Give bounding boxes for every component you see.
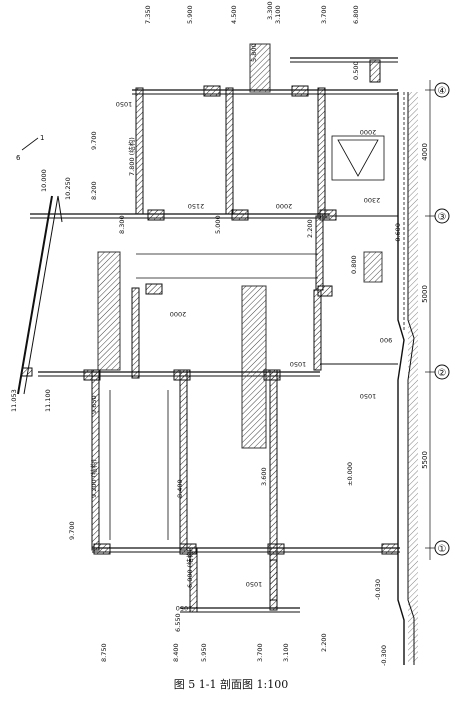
elev-top-7: 6.800	[352, 5, 360, 24]
room-dim-2: 2150	[188, 202, 205, 210]
room-dim-5: 2000	[360, 128, 377, 136]
ground-line	[397, 92, 418, 665]
elev-mid-19: ±0.000	[346, 462, 354, 486]
elev-mid-7: 8.300	[118, 215, 126, 234]
axis-bubble-1: ①	[434, 540, 450, 556]
room-dim-11: 2000	[170, 310, 187, 318]
elev-mid-1: 5.800	[250, 43, 258, 62]
elev-top-6: 3.700	[320, 5, 328, 24]
elev-mid-10: -0.600	[394, 223, 402, 244]
room-dim-3: 2000	[276, 202, 293, 210]
figure-caption: 图 5 1-1 剖面图 1:100	[173, 678, 289, 691]
beams	[83, 59, 399, 555]
elev-bot-5: 3.100	[282, 643, 290, 662]
bay-dimensions: 4000 5000 5500	[421, 143, 429, 469]
slope-label: 1	[40, 134, 44, 142]
room-dim-10: 1050	[176, 604, 193, 612]
elev-top-4: 3.300	[266, 1, 274, 20]
elev-top-1: 7.350	[144, 5, 152, 24]
axis-label-1: ①	[438, 544, 447, 555]
room-dim-9: 1050	[246, 580, 263, 588]
elev-top-5: 3.100	[274, 5, 282, 24]
elev-mid-12: 11.100	[44, 389, 52, 412]
structural-note: 7.800 (结构)	[127, 137, 136, 176]
stairs	[97, 43, 383, 449]
bay-dim-4-3: 4000	[421, 143, 429, 161]
axis-label-4: ④	[438, 86, 447, 97]
elev-mid-6: 8.200	[90, 181, 98, 200]
elev-bot-3: 5.950	[200, 643, 208, 662]
elev-mid-4: 10.000	[40, 169, 48, 192]
elev-mid-22: 6.550	[174, 613, 182, 632]
elev-mid-3: 9.700	[90, 131, 98, 150]
axis-label-3: ③	[438, 212, 447, 223]
elev-mid-11: 0.800	[350, 255, 358, 274]
axis-label-2: ②	[438, 368, 447, 379]
elev-mid-15: 9.200 (结构)	[89, 459, 98, 498]
elevations-top: 7.350 5.900 4.500 3.300 3.100 3.700 6.80…	[144, 1, 360, 24]
interior-lines	[109, 92, 405, 540]
sloped-roof	[17, 195, 63, 395]
elev-bot-2: 8.400	[172, 643, 180, 662]
room-dim-6: 1050	[290, 360, 307, 368]
elev-top-3: 4.500	[230, 5, 238, 24]
axis-bubble-3: ③	[434, 208, 450, 224]
dimension-chain	[425, 80, 435, 560]
axis-bubble-4: ④	[434, 82, 450, 98]
walls	[91, 87, 326, 613]
elev-mid-13: 11.053	[10, 389, 18, 412]
elev-bot-4: 3.700	[256, 643, 264, 662]
bay-dim-3-2: 5000	[421, 285, 429, 303]
elev-mid-18: 3.600	[260, 467, 268, 486]
elevations-mid: 5.800 0.500 9.700 10.000 10.250 8.200 8.…	[10, 43, 402, 632]
room-dimensions: 1050 2150 2000 2300 2000 1050 900 1050 1…	[116, 100, 392, 612]
elev-top-2: 5.900	[186, 5, 194, 24]
elev-mid-9: 2.200	[306, 219, 314, 238]
elevations-bottom: 8.750 8.400 5.950 3.700 3.100 2.200 -0.3…	[100, 633, 388, 666]
room-dim-4: 2300	[364, 196, 381, 204]
slope-value: 6	[16, 154, 21, 162]
room-dim-8: 1050	[360, 392, 377, 400]
elev-mid-16: 8.400	[176, 479, 184, 498]
elev-bot-6: 2.200	[320, 633, 328, 652]
elev-bot-1: 8.750	[100, 643, 108, 662]
elev-mid-21: 6.000 (结构)	[185, 549, 194, 588]
elev-mid-2: 0.500	[352, 61, 360, 80]
bay-dim-2-1: 5500	[421, 451, 429, 469]
slope-indicator: 1 6	[16, 134, 44, 162]
slabs	[30, 57, 400, 613]
axis-bubble-2: ②	[434, 364, 450, 380]
room-dim-7: 900	[380, 336, 392, 344]
elev-bot-7: -0.300	[380, 645, 388, 666]
axis-bubbles: ④ ③ ② ①	[434, 82, 450, 556]
elev-mid-17: 9.700	[68, 521, 76, 540]
elev-mid-8: 5.000	[214, 215, 222, 234]
elev-mid-5: 10.250	[64, 177, 72, 200]
elev-mid-14: 9.650	[90, 395, 98, 414]
elev-mid-20: -0.030	[374, 579, 382, 600]
room-dim-1: 1050	[116, 100, 133, 108]
